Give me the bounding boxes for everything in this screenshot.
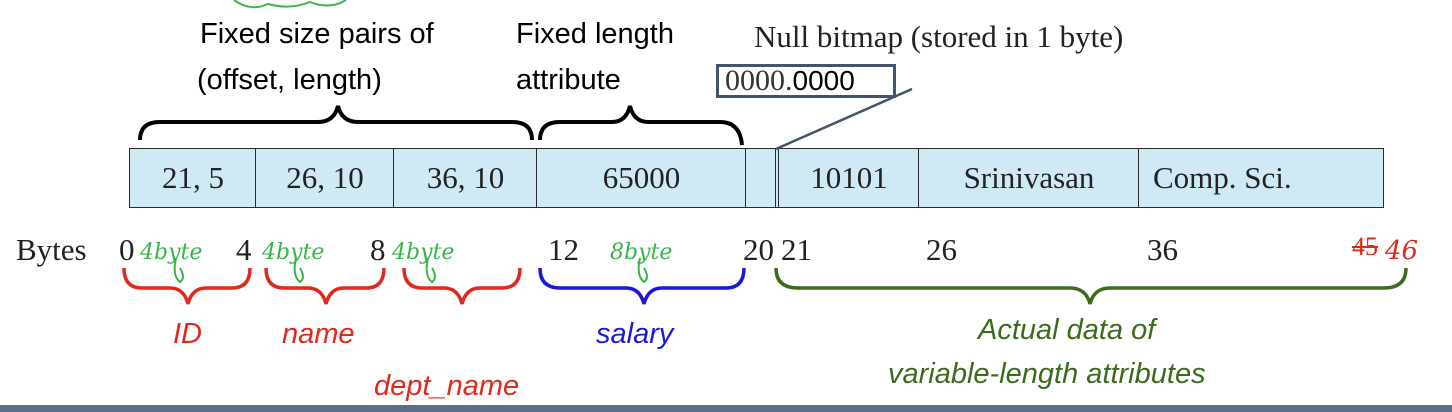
handwritten-size: 4byte — [262, 240, 325, 265]
fixed-length-label-line2: attribute — [516, 64, 621, 96]
byte-offset: 20 — [743, 232, 774, 267]
bitmap-connector — [775, 87, 913, 151]
byte-offset: 4 — [236, 232, 252, 267]
handwritten-size: 4byte — [140, 240, 203, 265]
top-brace-fixed-length — [538, 105, 744, 146]
record-cell-dept-value: Comp. Sci. — [1138, 148, 1384, 208]
byte-offset: 0 — [119, 232, 135, 267]
brace-name — [264, 267, 386, 305]
byte-offset: 8 — [370, 232, 386, 267]
byte-offset-struck: 45 — [1352, 232, 1378, 261]
bottom-divider — [0, 405, 1452, 412]
record-cell-name-pair: 26, 10 — [255, 148, 395, 208]
handwritten-size: 8byte — [610, 240, 673, 265]
bitmap-value-bold: 0000 — [792, 65, 855, 96]
record-cell-id-pair: 21, 5 — [129, 148, 257, 208]
fixed-pairs-label-line1: Fixed size pairs of — [200, 18, 434, 50]
top-brace-pairs — [138, 105, 534, 141]
byte-offset: 36 — [1147, 232, 1178, 267]
brace-dept-name — [402, 267, 522, 305]
record-cell-salary: 65000 — [536, 148, 747, 208]
annotation-dept-name: dept_name — [374, 370, 520, 402]
brace-id — [122, 267, 252, 305]
byte-offset: 26 — [926, 232, 957, 267]
annotation-salary: salary — [596, 318, 674, 350]
annotation-variable-line1: Actual data of — [978, 314, 1156, 346]
record-cell-id-value: 10101 — [778, 148, 920, 208]
fixed-length-label-line1: Fixed length — [516, 18, 674, 50]
fixed-pairs-label-line2: (offset, length) — [197, 64, 382, 96]
bytes-prefix: Bytes — [16, 232, 87, 267]
null-bitmap-value: 0000.0000 — [716, 64, 896, 98]
annotation-name: name — [282, 318, 355, 350]
brace-salary — [538, 267, 746, 305]
null-bitmap-label: Null bitmap (stored in 1 byte) — [754, 19, 1124, 54]
annotation-variable-line2: variable-length attributes — [888, 358, 1206, 390]
byte-offset-corrected: 46 — [1385, 236, 1419, 266]
byte-offset: 12 — [548, 232, 579, 267]
byte-offset: 21 — [781, 232, 812, 267]
bitmap-value-light: 0000 — [725, 64, 785, 97]
record-cell-name-value: Srinivasan — [918, 148, 1140, 208]
handwritten-size: 4byte — [392, 240, 455, 265]
brace-variable-data — [774, 267, 1408, 305]
annotation-id: ID — [173, 318, 202, 350]
